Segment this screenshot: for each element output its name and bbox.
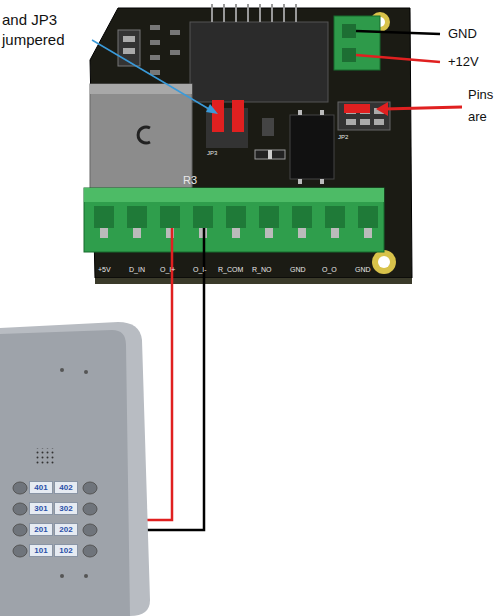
jumper-jp2 bbox=[212, 100, 224, 132]
pin-name: O_I- bbox=[193, 266, 207, 274]
relay bbox=[190, 22, 328, 102]
button-number: 401 bbox=[34, 483, 47, 492]
pin-name: O_O bbox=[322, 266, 337, 274]
pin-name: O_I+ bbox=[160, 266, 175, 274]
pointer-arrow bbox=[384, 107, 462, 109]
part-ref: R3 bbox=[183, 174, 197, 186]
button-number: 201 bbox=[34, 525, 47, 534]
leader-line bbox=[92, 40, 214, 112]
number-button: 301 bbox=[29, 502, 53, 515]
pin-name: R_NO bbox=[252, 266, 271, 274]
pin-name: +5V bbox=[98, 266, 111, 274]
optocoupler bbox=[290, 115, 334, 179]
pin-header bbox=[338, 102, 390, 130]
callout-text: jumpered bbox=[2, 32, 65, 49]
intercom-panel bbox=[0, 322, 150, 616]
number-button: 402 bbox=[54, 481, 78, 494]
power-terminal bbox=[334, 16, 380, 70]
part-ref: JP2 bbox=[338, 134, 348, 141]
jumper-jp3 bbox=[232, 100, 244, 132]
wire-label: GND bbox=[448, 27, 477, 41]
button-number: 302 bbox=[59, 504, 72, 513]
button-number: 101 bbox=[34, 546, 47, 555]
callout-text: and JP3 bbox=[2, 12, 57, 29]
pin-name: GND bbox=[355, 266, 371, 274]
callout-text: Pins bbox=[468, 88, 493, 102]
pin-name: GND bbox=[290, 266, 306, 274]
power-wire bbox=[356, 55, 440, 62]
number-button: 202 bbox=[54, 523, 78, 536]
number-button: 401 bbox=[29, 481, 53, 494]
pin-name: R_COM bbox=[218, 266, 243, 274]
callout-text: are bbox=[468, 110, 487, 124]
button-number: 301 bbox=[34, 504, 47, 513]
button-number: 102 bbox=[59, 546, 72, 555]
part-ref: JP3 bbox=[207, 150, 217, 157]
black-wire bbox=[146, 228, 204, 530]
bridge-rectifier bbox=[90, 84, 192, 190]
mount-hole bbox=[372, 250, 396, 274]
button-number: 202 bbox=[59, 525, 72, 534]
number-button: 302 bbox=[54, 502, 78, 515]
wire-label: +12V bbox=[448, 55, 479, 69]
terminal-block bbox=[84, 188, 384, 252]
button-number: 402 bbox=[59, 483, 72, 492]
number-button: 102 bbox=[54, 544, 78, 557]
gnd-wire bbox=[356, 31, 440, 34]
number-button: 201 bbox=[29, 523, 53, 536]
number-button: 101 bbox=[29, 544, 53, 557]
pin-name: D_IN bbox=[129, 266, 145, 274]
